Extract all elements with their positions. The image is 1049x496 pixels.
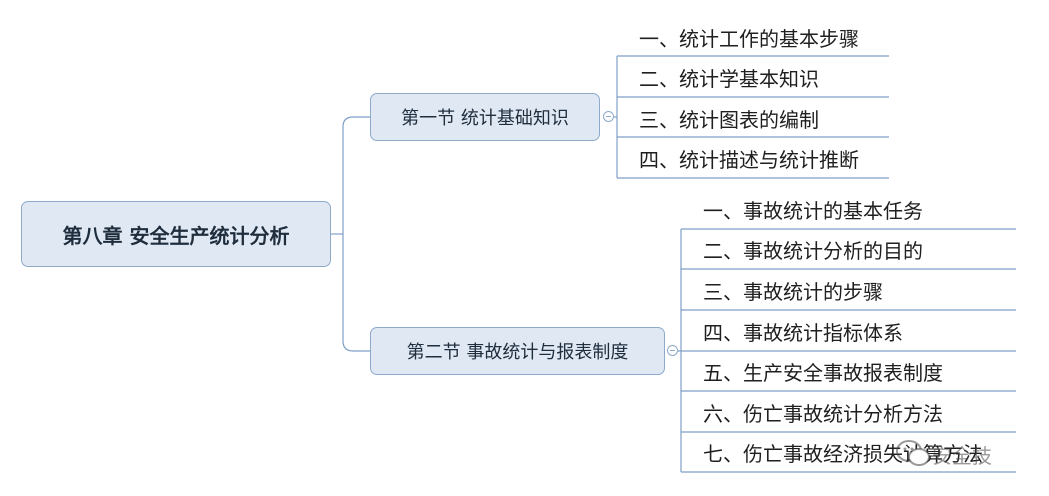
section-label: 第一节 统计基础知识	[401, 108, 569, 129]
topic-item[interactable]: 五、生产安全事故报表制度	[681, 351, 943, 391]
section-label: 第二节 事故统计与报表制度	[406, 342, 629, 363]
topic-label: 七、伤亡事故经济损失计算方法	[703, 441, 983, 466]
topic-item[interactable]: 三、事故统计的步骤	[681, 270, 883, 310]
topic-label: 六、伤亡事故统计分析方法	[703, 401, 943, 426]
topic-label: 三、事故统计的步骤	[703, 279, 883, 304]
topic-item[interactable]: 七、伤亡事故经济损失计算方法	[681, 432, 983, 472]
topic-item[interactable]: 二、统计学基本知识	[617, 57, 819, 97]
topic-label: 四、事故统计指标体系	[703, 320, 903, 345]
topic-label: 五、生产安全事故报表制度	[703, 360, 943, 385]
topic-label: 四、统计描述与统计推断	[639, 147, 859, 172]
branch-line	[342, 234, 370, 352]
topic-label: 一、统计工作的基本步骤	[639, 26, 859, 51]
topic-item[interactable]: 一、事故统计的基本任务	[681, 189, 923, 229]
root-node[interactable]: 第八章 安全生产统计分析	[21, 201, 331, 267]
topic-item[interactable]: 六、伤亡事故统计分析方法	[681, 392, 943, 432]
section-node-accident-stats[interactable]: 第二节 事故统计与报表制度	[370, 327, 665, 375]
collapse-toggle-icon[interactable]	[667, 345, 678, 356]
topic-item[interactable]: 四、事故统计指标体系	[681, 311, 903, 351]
topic-label: 二、事故统计分析的目的	[703, 238, 923, 263]
wechat-logo-icon	[896, 440, 930, 466]
root-label: 第八章 安全生产统计分析	[62, 223, 290, 248]
section-node-basics[interactable]: 第一节 统计基础知识	[370, 93, 600, 141]
topic-label: 一、事故统计的基本任务	[703, 198, 923, 223]
topic-item[interactable]: 四、统计描述与统计推断	[617, 138, 859, 178]
topic-item[interactable]: 二、事故统计分析的目的	[681, 229, 923, 269]
collapse-toggle-icon[interactable]	[603, 111, 614, 122]
topic-label: 三、统计图表的编制	[639, 107, 819, 132]
watermark-text: 安全技	[932, 444, 992, 468]
topic-item[interactable]: 三、统计图表的编制	[617, 98, 819, 138]
branch-line	[342, 116, 370, 234]
topic-label: 二、统计学基本知识	[639, 66, 819, 91]
topic-item[interactable]: 一、统计工作的基本步骤	[617, 17, 859, 57]
